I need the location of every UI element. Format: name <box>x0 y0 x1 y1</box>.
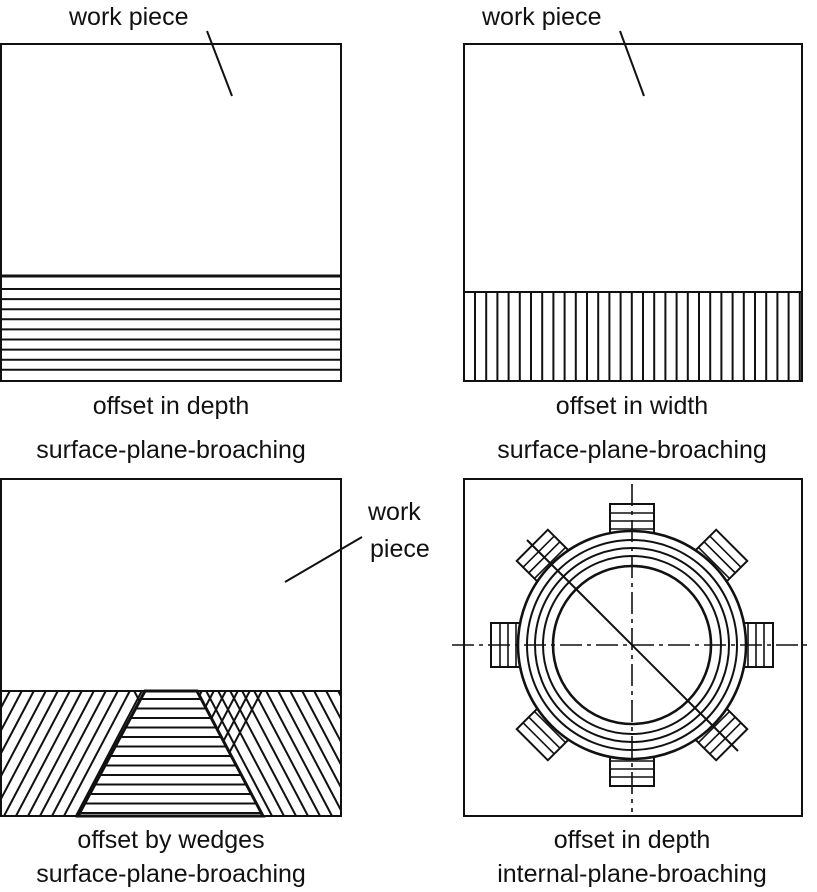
tooth-layer-line <box>533 710 567 744</box>
center-wedge-fill <box>78 691 263 816</box>
process-top-right: surface-plane-broaching <box>497 436 767 464</box>
tooth-layer-line <box>697 546 731 580</box>
layer-line <box>422 691 488 816</box>
layer-line <box>410 691 476 816</box>
workpiece-outline <box>463 478 803 817</box>
workpiece-label-top-right: work piece <box>482 3 602 31</box>
layer-line <box>313 691 341 745</box>
width-layers <box>474 292 801 381</box>
layer-line <box>265 691 333 816</box>
layer-line <box>15 691 83 816</box>
caption-top-right: offset in width <box>555 392 709 420</box>
layer-line <box>1 691 59 802</box>
layer-line <box>217 691 285 816</box>
depth-layers <box>1 274 341 371</box>
broach-tooth <box>690 528 749 587</box>
tooth-layer-line <box>709 535 742 568</box>
process-bottom-right: internal-plane-broaching <box>497 860 767 888</box>
caption-bottom-right: offset in depth <box>553 826 711 854</box>
layer-line <box>1 691 23 733</box>
tooth-layer-line <box>703 541 736 574</box>
layer-line <box>398 691 464 816</box>
workpiece-leader-line <box>284 536 363 583</box>
layer-line <box>27 691 95 816</box>
workpiece-label-line2: piece <box>370 535 430 563</box>
layer-line <box>350 691 416 816</box>
layer-line <box>470 691 536 816</box>
layer-line <box>386 691 452 816</box>
layer-line <box>289 691 341 790</box>
layer-line <box>337 691 341 699</box>
workpiece-outline <box>0 43 342 382</box>
diagonal-line <box>526 539 739 752</box>
process-bottom-left: surface-plane-broaching <box>36 860 306 888</box>
layer-line <box>458 691 524 816</box>
layer-line <box>1 691 35 756</box>
layer-line <box>3 691 71 816</box>
tooth-layer-line <box>528 716 561 749</box>
panel-offset-by-wedges-surface <box>0 478 536 818</box>
panel-offset-in-width-surface <box>463 30 803 382</box>
layer-line <box>434 691 500 816</box>
layer-line <box>51 691 119 816</box>
workpiece-leader-line <box>619 30 645 97</box>
layer-line <box>63 691 131 816</box>
panel-offset-in-depth-internal <box>452 478 810 817</box>
workpiece-leader-line <box>206 30 233 97</box>
tooth-layer-line <box>522 722 555 755</box>
layer-line <box>229 691 297 816</box>
process-top-left: surface-plane-broaching <box>36 436 306 464</box>
layer-line <box>75 691 143 816</box>
center-wedge-outline <box>75 689 266 818</box>
workpiece-label-line1: work <box>368 498 421 526</box>
layer-line <box>362 691 428 816</box>
layer-line <box>241 691 309 816</box>
layer-line <box>205 691 273 816</box>
center-wedge-layers <box>78 691 263 816</box>
workpiece-outline <box>463 43 803 382</box>
layer-line <box>253 691 321 816</box>
layer-line <box>39 691 107 816</box>
workpiece-label-top-left: work piece <box>69 3 189 31</box>
caption-top-left: offset in depth <box>92 392 250 420</box>
layer-line <box>277 691 341 813</box>
layer-line <box>374 691 440 816</box>
layer-line <box>1 691 47 779</box>
layer-line <box>446 691 512 816</box>
layer-line <box>301 691 341 767</box>
layer-line <box>325 691 341 722</box>
caption-bottom-left: offset by wedges <box>77 826 265 854</box>
panel-offset-in-depth-surface <box>0 30 342 382</box>
